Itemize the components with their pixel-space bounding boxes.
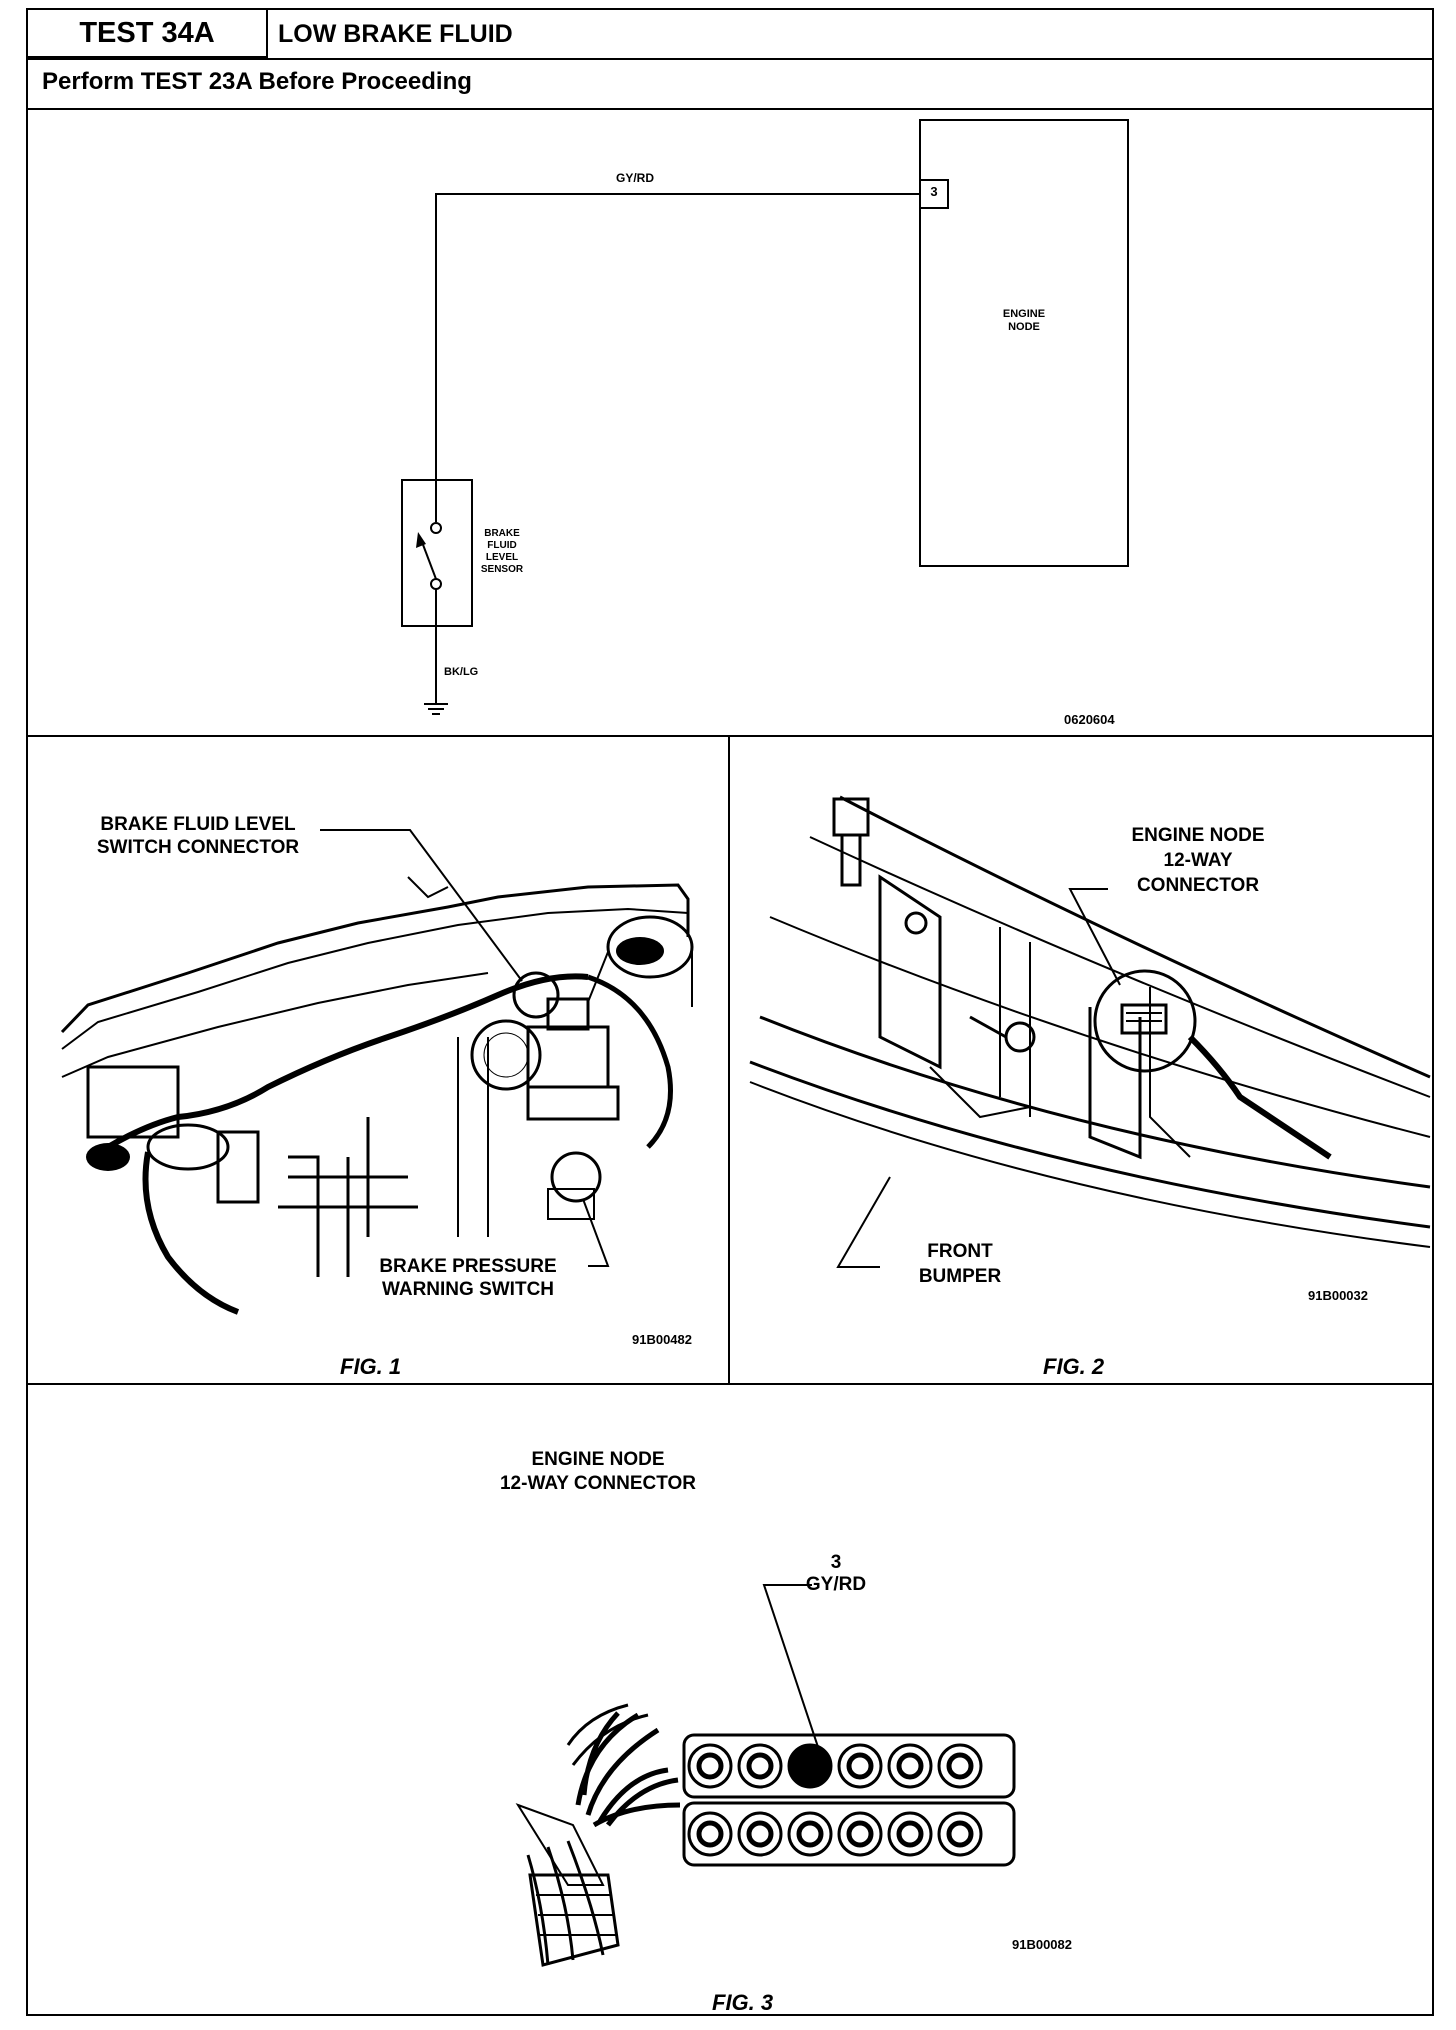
fig3-pin3-leader	[762, 1584, 821, 1754]
schematic-bottom-rule	[28, 735, 1432, 737]
figs-bottom-rule	[28, 1383, 1432, 1385]
sensor-label-2: FLUID	[487, 540, 517, 551]
fig3-caption: FIG. 3	[712, 1990, 774, 2015]
fig3-pin-wire: GY/RD	[805, 1574, 867, 1595]
fig1-connector-leader	[320, 829, 523, 982]
fig1-label-connector-1: BRAKE FLUID LEVEL	[100, 814, 296, 835]
fig3-cavity-7-terminal	[696, 1820, 724, 1848]
fig2-illustration	[749, 795, 1431, 1268]
fig3-pin-number: 3	[830, 1552, 842, 1573]
fig3-cavity-12	[937, 1811, 983, 1857]
test-id: TEST 34A	[28, 10, 268, 58]
fig1-label-switch-2: WARNING SWITCH	[381, 1279, 555, 1300]
engine-node-box	[919, 119, 1129, 567]
pin-number: 3	[930, 184, 938, 199]
fig3-cavity-9	[787, 1811, 833, 1857]
fig2-bumper-leader	[836, 1176, 891, 1268]
fig-split-rule	[728, 735, 730, 1383]
fig2-caption: FIG. 2	[1043, 1354, 1105, 1379]
wire-label-bk-lg: BK/LG	[444, 666, 479, 678]
fig3-cavity-6-terminal	[946, 1752, 974, 1780]
wiring-schematic	[401, 119, 1129, 715]
fig3-cavity-2-terminal	[746, 1752, 774, 1780]
diagram-frame: TEST 34A LOW BRAKE FLUID Perform TEST 23…	[26, 8, 1434, 2016]
fig2-label-node-2: 12-WAY	[1163, 850, 1233, 871]
fig1-caption: FIG. 1	[340, 1354, 402, 1379]
fig3-cavity-8	[737, 1811, 783, 1857]
fig1-label-connector-2: SWITCH CONNECTOR	[96, 837, 300, 858]
fig3-cavity-10-terminal	[846, 1820, 874, 1848]
fig3-title-2: 12-WAY CONNECTOR	[499, 1473, 697, 1494]
ground-symbol	[424, 703, 448, 715]
fig3-cavity-1-terminal	[696, 1752, 724, 1780]
fig1-connector-callout	[512, 971, 560, 1019]
fig3-cavity-4-terminal	[846, 1752, 874, 1780]
fig3-cavity-3	[787, 1743, 833, 1789]
fig2-label-bumper-2: BUMPER	[918, 1266, 1002, 1287]
fig3-title-1: ENGINE NODE	[531, 1449, 665, 1470]
switch-arrow	[416, 532, 426, 548]
fig3-cavity-4	[837, 1743, 883, 1789]
fig1-switch-leader	[582, 1198, 610, 1267]
test-title: LOW BRAKE FLUID	[278, 19, 513, 48]
fig3-cavity-5	[887, 1743, 933, 1789]
fig2-code: 91B00032	[1308, 1288, 1368, 1303]
fig2-label-node-3: CONNECTOR	[1136, 875, 1260, 896]
fig2-label-bumper-1: FRONT	[927, 1241, 993, 1262]
fig3-cavity-12-terminal	[946, 1820, 974, 1848]
fig1-switch-callout	[550, 1151, 602, 1203]
switch-contact-top	[430, 522, 442, 534]
sensor-label-1: BRAKE	[484, 528, 520, 539]
switch-contact-bottom	[430, 578, 442, 590]
fig3-cavity-8-terminal	[746, 1820, 774, 1848]
fig3-connector-illustration	[515, 1584, 1016, 1967]
fig3-code: 91B00082	[1012, 1937, 1072, 1952]
fig3-cavity-11	[887, 1811, 933, 1857]
fig3-cavity-5-terminal	[896, 1752, 924, 1780]
fig2-connector-callout	[1093, 969, 1197, 1073]
sensor-label-4: SENSOR	[480, 564, 524, 575]
fig2-connector-leader	[1068, 888, 1121, 986]
schematic-code: 0620604	[1064, 712, 1115, 727]
fig3-cavity-9-terminal	[796, 1820, 824, 1848]
prerequisite-note: Perform TEST 23A Before Proceeding	[42, 68, 472, 95]
gy-rd-wire	[435, 193, 920, 522]
fig3-cavity-7	[687, 1811, 733, 1857]
header-bottom-rule	[28, 108, 1432, 110]
fig2-label-node-1: ENGINE NODE	[1131, 825, 1265, 846]
fig3-cavity-2	[737, 1743, 783, 1789]
fig3-cavity-1	[687, 1743, 733, 1789]
switch-blade	[421, 541, 437, 580]
fig1-illustration	[60, 829, 694, 1315]
sensor-label-3: LEVEL	[485, 552, 519, 563]
pin-3-box	[919, 179, 949, 209]
wire-label-gy-rd: GY/RD	[616, 171, 655, 185]
header-divider	[28, 58, 1432, 60]
fig1-code: 91B00482	[632, 1332, 692, 1347]
fig1-label-switch-1: BRAKE PRESSURE	[379, 1256, 557, 1277]
fig3-cavity-10	[837, 1811, 883, 1857]
fig3-cavity-6	[937, 1743, 983, 1789]
engine-node-label-1: ENGINE	[1002, 308, 1046, 320]
engine-node-label-2: NODE	[1008, 321, 1040, 333]
fig3-cavity-11-terminal	[896, 1820, 924, 1848]
